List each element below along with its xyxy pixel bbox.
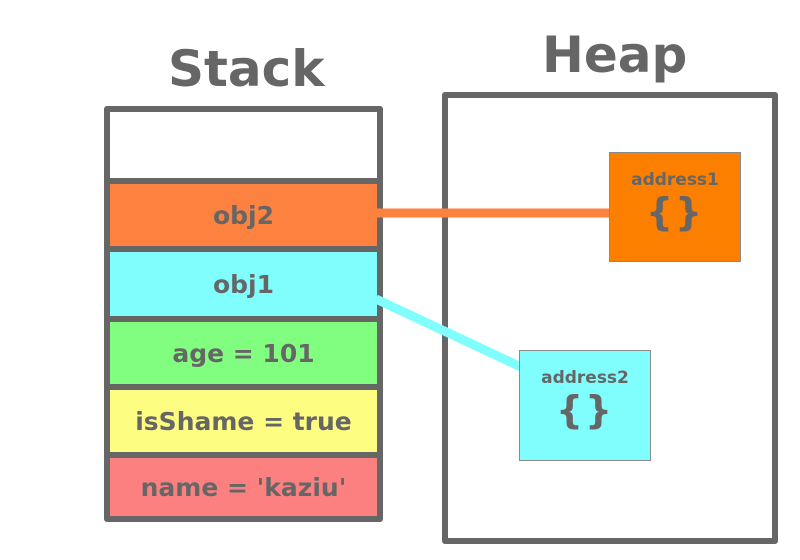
stack-divider: [110, 384, 377, 390]
stack-divider: [110, 246, 377, 252]
address2-label: address2: [541, 368, 629, 388]
object-braces-icon: {}: [555, 388, 615, 432]
address1-label: address1: [631, 170, 719, 190]
stack-title: Stack: [168, 40, 325, 98]
stack-cell-isshame: isShame = true: [110, 390, 377, 452]
stack-cell-name: name = 'kaziu': [110, 458, 377, 516]
stack-cell-obj1: obj1: [110, 252, 377, 316]
object-braces-icon: {}: [645, 190, 705, 234]
heap-object-address2: address2 {}: [519, 350, 651, 461]
pointer-obj1-to-address2: [374, 294, 523, 372]
stack-divider: [110, 452, 377, 458]
stack-divider: [110, 316, 377, 322]
heap-title: Heap: [542, 26, 688, 84]
stack-divider: [110, 178, 377, 184]
stack-cell-obj2: obj2: [110, 184, 377, 246]
heap-object-address1: address1 {}: [609, 152, 741, 262]
stack-cell-age: age = 101: [110, 322, 377, 384]
